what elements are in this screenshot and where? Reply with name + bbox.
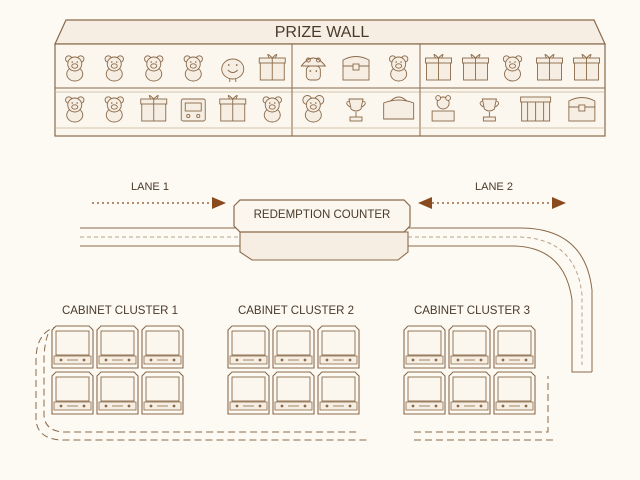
prize-teddy-bear-icon (65, 55, 85, 82)
lane-1-arrowhead (212, 197, 226, 209)
prize-teddy-bear-icon (502, 55, 523, 82)
arcade-cabinet (403, 371, 446, 415)
prize-gift-box-icon (425, 54, 452, 81)
walkway-edge (408, 227, 593, 372)
arcade-cabinet (51, 371, 94, 415)
prize-items (65, 54, 600, 123)
prize-gift-box-icon (462, 54, 489, 81)
prize-bag-icon (383, 96, 415, 120)
arcade-cabinet (448, 371, 491, 415)
prize-teddy-bear-icon (389, 55, 409, 82)
prize-wall-frame (54, 43, 606, 137)
prize-teddy-bear-icon (104, 96, 124, 123)
cluster-1-label: CABINET CLUSTER 1 (62, 305, 178, 317)
redemption-counter: REDEMPTION COUNTER (233, 199, 411, 261)
counter-front (239, 231, 409, 261)
floor-outline (35, 325, 370, 441)
lane-2: LANE 2 (418, 181, 566, 209)
arcade-cabinet (141, 325, 184, 369)
prize-gift-box-icon (573, 54, 600, 81)
cluster-2-label: CABINET CLUSTER 2 (238, 305, 354, 317)
floor-outline (43, 333, 360, 433)
arcade-cabinet (96, 325, 139, 369)
counter-top (233, 199, 411, 233)
arcade-cabinet (493, 325, 536, 369)
prize-gift-box-icon (140, 95, 168, 122)
cabinet-cluster-2 (227, 325, 360, 415)
arcade-cabinet (227, 325, 270, 369)
arcade-cabinet (51, 325, 94, 369)
prize-teddy-bear-icon (183, 55, 203, 82)
prize-gift-box-icon (536, 54, 563, 81)
arcade-cabinet (227, 371, 270, 415)
prize-teddy-bear-icon (65, 96, 85, 123)
arcade-cabinet (403, 325, 446, 369)
arcade-cabinet (317, 325, 360, 369)
walkway (80, 227, 593, 373)
prize-teddy-bear-icon (104, 55, 124, 82)
cabinet-cluster-3 (403, 325, 536, 415)
lane-2-label: LANE 2 (475, 181, 513, 193)
prize-teddy-bear-icon (262, 96, 282, 123)
prize-trophy-icon (346, 98, 366, 122)
arcade-cabinet (96, 371, 139, 415)
prize-teddy-bear-icon (144, 55, 164, 82)
cabinet-cluster-1 (51, 325, 184, 415)
prize-wall-title: PRIZE WALL (275, 24, 370, 41)
prize-mouse-plush-icon (302, 95, 325, 123)
cabinet-clusters (51, 325, 536, 415)
arcade-cabinet (448, 325, 491, 369)
lane-2-arrowhead-left (418, 197, 432, 209)
prize-gift-box-icon (258, 54, 286, 81)
arcade-cabinet (141, 371, 184, 415)
lane-2-arrowhead-right (552, 197, 566, 209)
prize-game-console-icon (180, 98, 206, 122)
floor-outline (414, 376, 549, 433)
prize-bear-stack-icon (431, 95, 455, 122)
arcade-cabinet (317, 371, 360, 415)
arcade-cabinet (272, 325, 315, 369)
arcade-cabinet (272, 371, 315, 415)
cluster-floor-outlines (35, 325, 555, 441)
prize-trophy-icon (479, 98, 500, 122)
prize-mushroom-plush-icon (300, 57, 327, 81)
walkway-centerline (408, 236, 583, 365)
prize-duck-plush-icon (221, 58, 245, 82)
arcade-cabinet (493, 371, 536, 415)
lane-1-label: LANE 1 (131, 181, 169, 193)
prize-gift-crate-icon (520, 96, 552, 122)
prize-treasure-chest-icon (568, 97, 596, 122)
lane-1: LANE 1 (92, 181, 226, 209)
counter-label: REDEMPTION COUNTER (254, 209, 391, 221)
prize-treasure-chest-icon (342, 56, 370, 81)
cluster-3-label: CABINET CLUSTER 3 (414, 305, 530, 317)
walkway-edge (408, 245, 592, 373)
prize-gift-box-icon (219, 95, 247, 122)
prize-wall: PRIZE WALL (54, 19, 606, 137)
